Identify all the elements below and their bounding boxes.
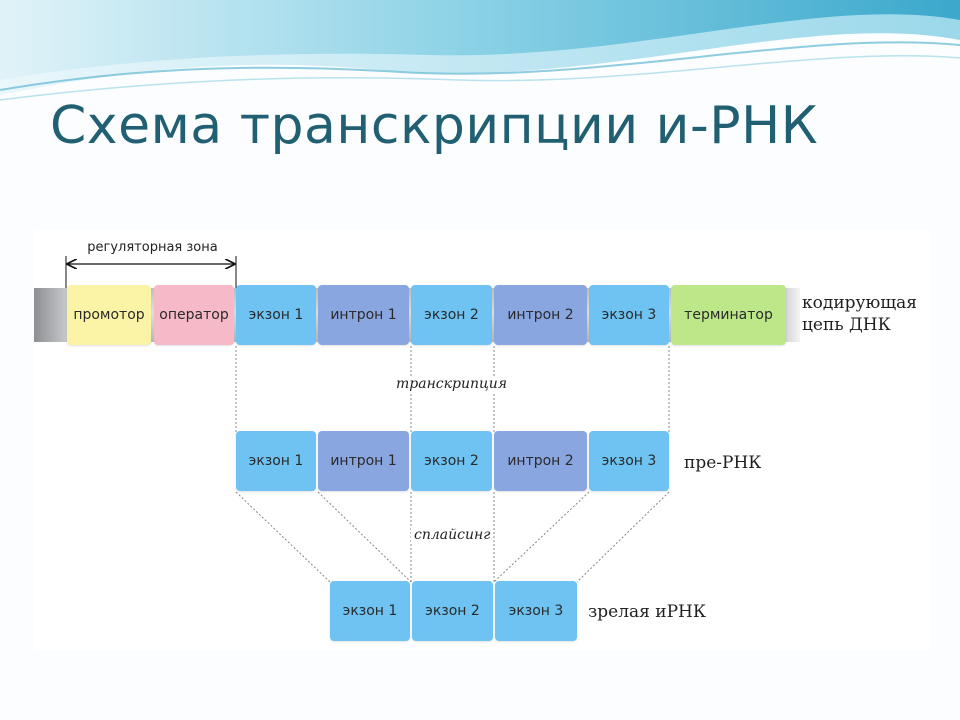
mature-rna-exon-1: экзон 1 bbox=[330, 581, 410, 641]
dna-strand-start bbox=[34, 288, 68, 342]
pre-rna-intron-2: интрон 2 bbox=[494, 431, 587, 491]
dna-exon-1: экзон 1 bbox=[236, 285, 316, 345]
header-wave-decoration bbox=[0, 0, 960, 101]
dna-intron-1: интрон 1 bbox=[318, 285, 409, 345]
dna-terminator: терминатор bbox=[671, 285, 786, 345]
mature-rna-exon-2: экзон 2 bbox=[412, 581, 493, 641]
dna-coding-strand-label: кодирующая цепь ДНК bbox=[802, 293, 918, 335]
dna-promoter: промотор bbox=[67, 285, 151, 345]
pre-rna-exon-3: экзон 3 bbox=[589, 431, 669, 491]
mature-rna-exon-3: экзон 3 bbox=[495, 581, 577, 641]
pre-rna-exon-2: экзон 2 bbox=[411, 431, 492, 491]
pre-rna-intron-1: интрон 1 bbox=[318, 431, 409, 491]
pre-rna-label: пре-РНК bbox=[684, 453, 762, 473]
slide-title: Схема транскрипции и-РНК bbox=[50, 96, 819, 156]
mature-rna-label: зрелая иРНК bbox=[588, 602, 707, 622]
dna-exon-3: экзон 3 bbox=[589, 285, 669, 345]
pre-rna-exon-1: экзон 1 bbox=[236, 431, 316, 491]
dna-exon-2: экзон 2 bbox=[411, 285, 492, 345]
dna-operator: оператор bbox=[154, 285, 234, 345]
regulatory-zone-label: регуляторная зона bbox=[87, 240, 218, 255]
transcription-label: транскрипция bbox=[393, 376, 511, 392]
dna-intron-2: интрон 2 bbox=[494, 285, 587, 345]
splicing-label: сплайсинг bbox=[411, 527, 494, 543]
